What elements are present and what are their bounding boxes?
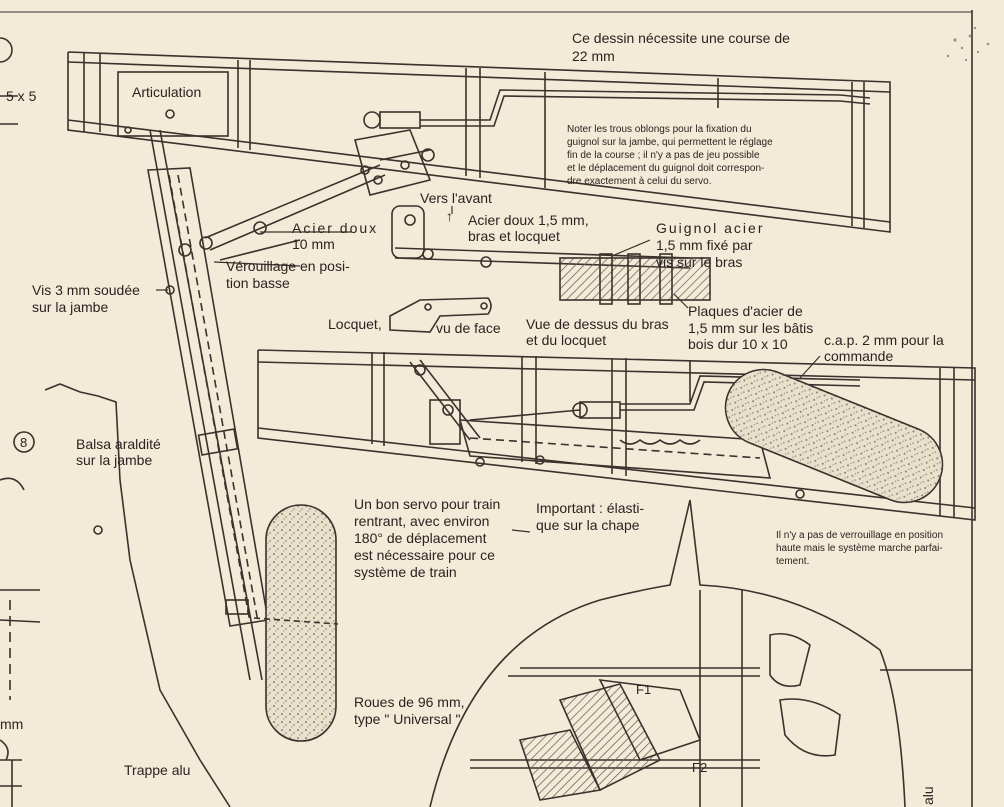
wheel-retracted bbox=[724, 368, 944, 504]
top-note-line-1: Ce dessin nécessite une course de bbox=[572, 30, 790, 46]
acier-15-line-1: Acier doux 1,5 mm, bbox=[468, 212, 589, 228]
fuselage-section bbox=[429, 499, 972, 807]
servo-line-4: est nécessaire pour ce bbox=[354, 547, 495, 563]
no-lock-line-1: Il n'y a pas de verrouillage en position bbox=[776, 530, 944, 541]
wheel-extended bbox=[265, 504, 337, 742]
articulation-block bbox=[117, 71, 229, 137]
top-view-arm bbox=[391, 205, 711, 305]
acier-doux-line-1: Acier doux bbox=[292, 220, 379, 236]
servo-line-3: 180° de déplacement bbox=[354, 530, 487, 546]
acier-15-line-2: bras et locquet bbox=[468, 228, 560, 244]
vue-dessus-line-1: Vue de dessus du bras bbox=[526, 316, 669, 332]
guignol-line-3: vis sur le bras bbox=[656, 254, 743, 270]
plaques-line-2: 1,5 mm sur les bâtis bbox=[688, 320, 814, 336]
vers-avant-label: Vers l'avant bbox=[420, 190, 492, 206]
guignol-line-2: 1,5 mm fixé par bbox=[656, 237, 753, 253]
guignol-line-1: Guignol acier bbox=[656, 220, 765, 236]
cap-line-1: c.a.p. 2 mm pour la bbox=[824, 332, 944, 348]
vis-line-1: Vis 3 mm soudée bbox=[32, 282, 140, 298]
frame-f2-label: F2 bbox=[692, 760, 708, 775]
vu-de-face-label: vu de face bbox=[436, 320, 501, 336]
roues-line-2: type " Universal " bbox=[354, 711, 461, 727]
noter-line-4: et le déplacement du guignol doit corres… bbox=[567, 163, 765, 174]
noter-line-5: dre exactement à celui du servo. bbox=[567, 176, 712, 187]
leader-lines bbox=[156, 206, 821, 533]
important-line-1: Important : élasti- bbox=[536, 500, 645, 516]
noter-line-2: guignol sur la jambe, qui permettent le … bbox=[567, 137, 773, 148]
acier-doux-line-2: 10 mm bbox=[292, 236, 335, 252]
no-lock-line-3: tement. bbox=[776, 556, 810, 567]
frame-f1-label: F1 bbox=[636, 682, 652, 697]
cap-line-2: commande bbox=[824, 348, 894, 364]
balsa-line-2: sur la jambe bbox=[76, 452, 153, 468]
upper-linkage bbox=[204, 111, 435, 261]
vis-line-2: sur la jambe bbox=[32, 299, 109, 315]
mm-left-label: mm bbox=[0, 716, 24, 732]
vue-dessus-line-2: et du locquet bbox=[526, 332, 607, 348]
balsa-line-1: Balsa araldité bbox=[76, 436, 161, 452]
servo-line-2: rentrant, avec environ bbox=[354, 513, 490, 529]
ref-number-8: 8 bbox=[20, 435, 28, 450]
noter-line-1: Noter les trous oblongs pour la fixation… bbox=[567, 124, 752, 135]
top-note-line-2: 22 mm bbox=[572, 48, 615, 64]
upper-frame bbox=[67, 51, 891, 233]
left-fragments bbox=[0, 37, 231, 807]
lower-frame bbox=[257, 349, 976, 521]
locquet-front-view bbox=[389, 297, 492, 333]
ref-circle-8 bbox=[13, 431, 35, 453]
noter-line-3: fin de la course ; il n'y a pas de jeu p… bbox=[567, 150, 760, 161]
plaques-line-1: Plaques d'acier de bbox=[688, 303, 803, 319]
verrouillage-line-1: Vérouillage en posi- bbox=[226, 258, 350, 274]
verrouillage-line-2: tion basse bbox=[226, 275, 290, 291]
dim-5x5-label: 5 x 5 bbox=[6, 88, 37, 104]
important-line-2: que sur la chape bbox=[536, 517, 640, 533]
ink-smudge bbox=[946, 26, 990, 62]
servo-line-5: système de train bbox=[354, 564, 457, 580]
servo-line-1: Un bon servo pour train bbox=[354, 496, 501, 512]
roues-line-1: Roues de 96 mm, bbox=[354, 694, 465, 710]
arrow-up-icon: ↑ bbox=[446, 208, 453, 224]
landing-leg bbox=[147, 129, 269, 681]
locquet-label: Locquet, bbox=[328, 316, 382, 332]
trappe-label: Trappe alu bbox=[124, 762, 191, 778]
alu-vertical-label: alu bbox=[920, 786, 936, 805]
articulation-label: Articulation bbox=[132, 84, 202, 100]
plaques-line-3: bois dur 10 x 10 bbox=[688, 336, 788, 352]
no-lock-line-2: haute mais le système marche parfai- bbox=[776, 543, 943, 554]
